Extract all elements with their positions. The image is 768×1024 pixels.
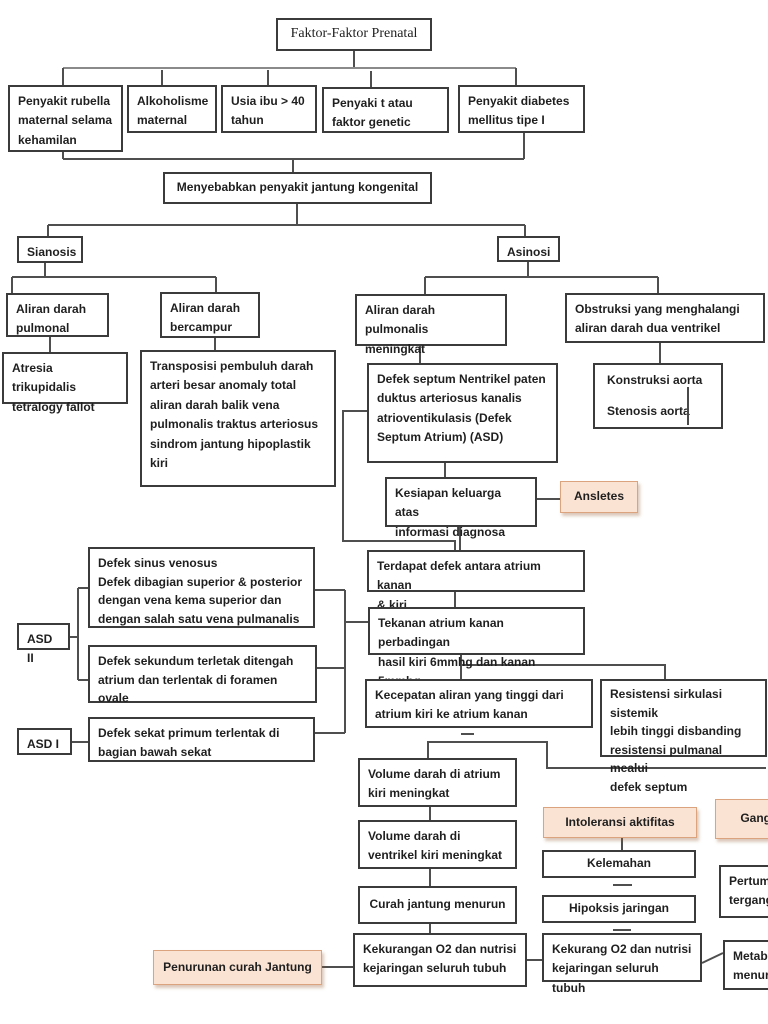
node-transposisi: Transposisi pembuluh darah arteri besar … [140,350,336,487]
node-curah-jantung: Curah jantung menurun [358,886,517,924]
node-obstruksi: Obstruksi yang menghalangi aliran darah … [565,293,765,343]
node-metabolisme-menurun: Metabolisme menurun [723,940,768,990]
node-tekanan-atrium: Tekanan atrium kanan perbadingan hasil k… [368,607,585,688]
node-atresia: Atresia trikupidalis tetralogy fallot [2,352,128,414]
node-volume-atrium: Volume darah di atrium kiri meningkat [358,758,517,807]
node-asd-i: ASD I [17,728,72,755]
node-faktor-prenatal: Faktor-Faktor Prenatal [276,18,432,51]
node-faktor-genetic: Penyaki t atau faktor genetic [322,87,449,133]
node-kesiapan-keluarga: Kesiapan keluarga atas informasi diagnos… [385,477,537,539]
node-kecepatan-aliran: Kecepatan aliran yang tinggi dari atrium… [365,679,593,728]
node-kelemahan: Kelemahan [542,850,696,878]
node-kekurang-o2: Kekurang O2 dan nutrisi kejaringan selur… [542,933,702,995]
node-usia-ibu: Usia ibu > 40 tahun [221,85,317,133]
node-rubella: Penyakit rubella maternal selama kehamil… [8,85,123,152]
node-kekurangan-o2: Kekurangan O2 dan nutrisi kejaringan sel… [353,933,527,987]
node-resistensi: Resistensi sirkulasi sistemik lebih ting… [600,679,767,794]
node-aliran-pulmonalis-meningkat: Aliran darah pulmonalis meningkat [355,294,507,356]
node-aliran-bercampur: Aliran darah bercampur [160,292,260,338]
node-terdapat-defek: Terdapat defek antara atrium kanan & kir… [367,550,585,612]
node-defek-sekundum: Defek sekundum terletak ditengah atrium … [88,645,317,705]
node-ansletes: Ansletes [560,481,638,513]
node-diabetes: Penyakit diabetes mellitus tipe I [458,85,585,133]
node-defek-septum: Defek septum Nentrikel paten duktus arte… [367,363,558,463]
node-konstruksi-stenosis-aorta: Konstruksi aorta Stenosis aorta [593,363,723,429]
node-hipoksis-jaringan: Hipoksis jaringan [542,895,696,923]
node-volume-ventrikel: Volume darah di ventrikel kiri meningkat [358,820,517,869]
aorta-divider-line [687,387,689,425]
node-penurunan-curah: Penurunan curah Jantung [153,950,322,985]
node-asd-ii: ASD II [17,623,70,665]
stenosis-aorta-label: Stenosis aorta [607,403,690,418]
node-defek-sekat-primum: Defek sekat primum terlentak di bagian b… [88,717,315,762]
node-asinosi: Asinosi [497,236,560,262]
node-defek-sinus-venosus: Defek sinus venosus Defek dibagian super… [88,547,315,628]
node-alkoholisme: Alkoholisme maternal [127,85,217,133]
konstruksi-aorta-label: Konstruksi aorta [607,373,703,387]
node-pertumbuhan-terganggu: Pertumbuhan terganggu [719,865,768,918]
node-menyebabkan: Menyebabkan penyakit jantung kongenital [163,172,432,204]
node-gangguan: Gangguan [715,799,768,839]
node-intoleransi-aktifitas: Intoleransi aktifitas [543,807,697,838]
node-sianosis: Sianosis [17,236,83,263]
node-aliran-pulmonal: Aliran darah pulmonal [6,293,109,337]
